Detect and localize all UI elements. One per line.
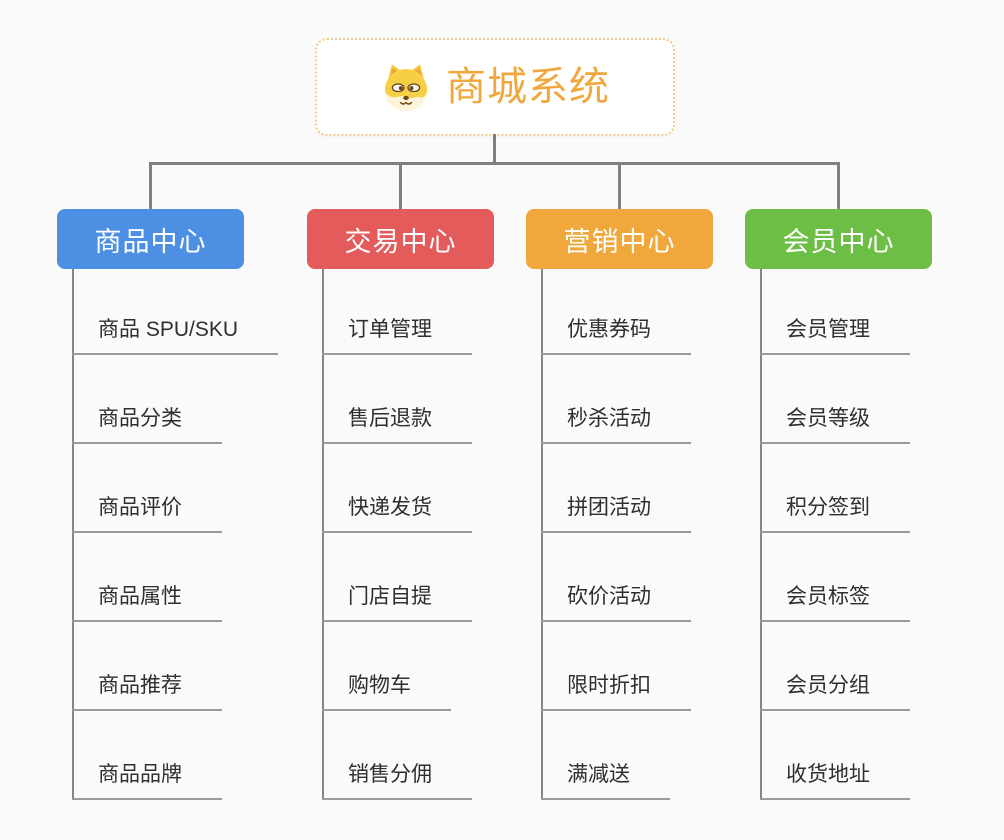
leaf-node[interactable]: 商品 SPU/SKU: [72, 317, 279, 355]
leaf-node[interactable]: 快递发货: [322, 495, 472, 533]
leaf-node[interactable]: 拼团活动: [541, 495, 691, 533]
branch-spine: [760, 269, 762, 800]
leaf-node[interactable]: 会员分组: [760, 673, 910, 711]
leaf-node[interactable]: 积分签到: [760, 495, 910, 533]
leaf-node[interactable]: 限时折扣: [541, 673, 691, 711]
leaf-node[interactable]: 收货地址: [760, 762, 910, 800]
leaf-node[interactable]: 优惠券码: [541, 317, 691, 355]
leaf-node[interactable]: 会员管理: [760, 317, 910, 355]
leaf-node[interactable]: 会员标签: [760, 584, 910, 622]
branch-spine: [72, 269, 74, 800]
leaf-node[interactable]: 商品评价: [72, 495, 222, 533]
connector-drop-3: [618, 162, 621, 210]
branch-header-product[interactable]: 商品中心: [57, 209, 244, 269]
branch-marketing-center: 营销中心 优惠券码 秒杀活动 拼团活动 砍价活动 限时折扣 满减送: [526, 209, 786, 809]
leaf-node[interactable]: 商品属性: [72, 584, 222, 622]
branch-product-center: 商品中心 商品 SPU/SKU 商品分类 商品评价 商品属性 商品推荐 商品品牌: [57, 209, 317, 809]
leaf-node[interactable]: 商品推荐: [72, 673, 222, 711]
connector-drop-4: [837, 162, 840, 210]
leaf-node[interactable]: 购物车: [322, 673, 451, 711]
branch-trade-center: 交易中心 订单管理 售后退款 快递发货 门店自提 购物车 销售分佣: [307, 209, 567, 809]
leaf-node[interactable]: 砍价活动: [541, 584, 691, 622]
branch-spine: [541, 269, 543, 800]
branch-header-marketing[interactable]: 营销中心: [526, 209, 713, 269]
shiba-dog-icon: [380, 62, 432, 112]
branch-member-center: 会员中心 会员管理 会员等级 积分签到 会员标签 会员分组 收货地址: [745, 209, 1004, 809]
branch-header-member[interactable]: 会员中心: [745, 209, 932, 269]
leaf-node[interactable]: 售后退款: [322, 406, 472, 444]
leaf-node[interactable]: 订单管理: [322, 317, 472, 355]
leaf-node[interactable]: 秒杀活动: [541, 406, 691, 444]
leaf-node[interactable]: 商品品牌: [72, 762, 222, 800]
leaf-node[interactable]: 门店自提: [322, 584, 472, 622]
connector-root-stem: [493, 134, 496, 164]
leaf-node[interactable]: 商品分类: [72, 406, 222, 444]
leaf-node[interactable]: 销售分佣: [322, 762, 472, 800]
leaf-node[interactable]: 满减送: [541, 762, 670, 800]
connector-horizontal: [149, 162, 840, 165]
connector-drop-2: [399, 162, 402, 210]
leaf-node[interactable]: 会员等级: [760, 406, 910, 444]
connector-drop-1: [149, 162, 152, 210]
branch-header-trade[interactable]: 交易中心: [307, 209, 494, 269]
root-node[interactable]: 商城系统: [315, 38, 675, 136]
branch-spine: [322, 269, 324, 800]
root-label: 商城系统: [446, 65, 610, 109]
